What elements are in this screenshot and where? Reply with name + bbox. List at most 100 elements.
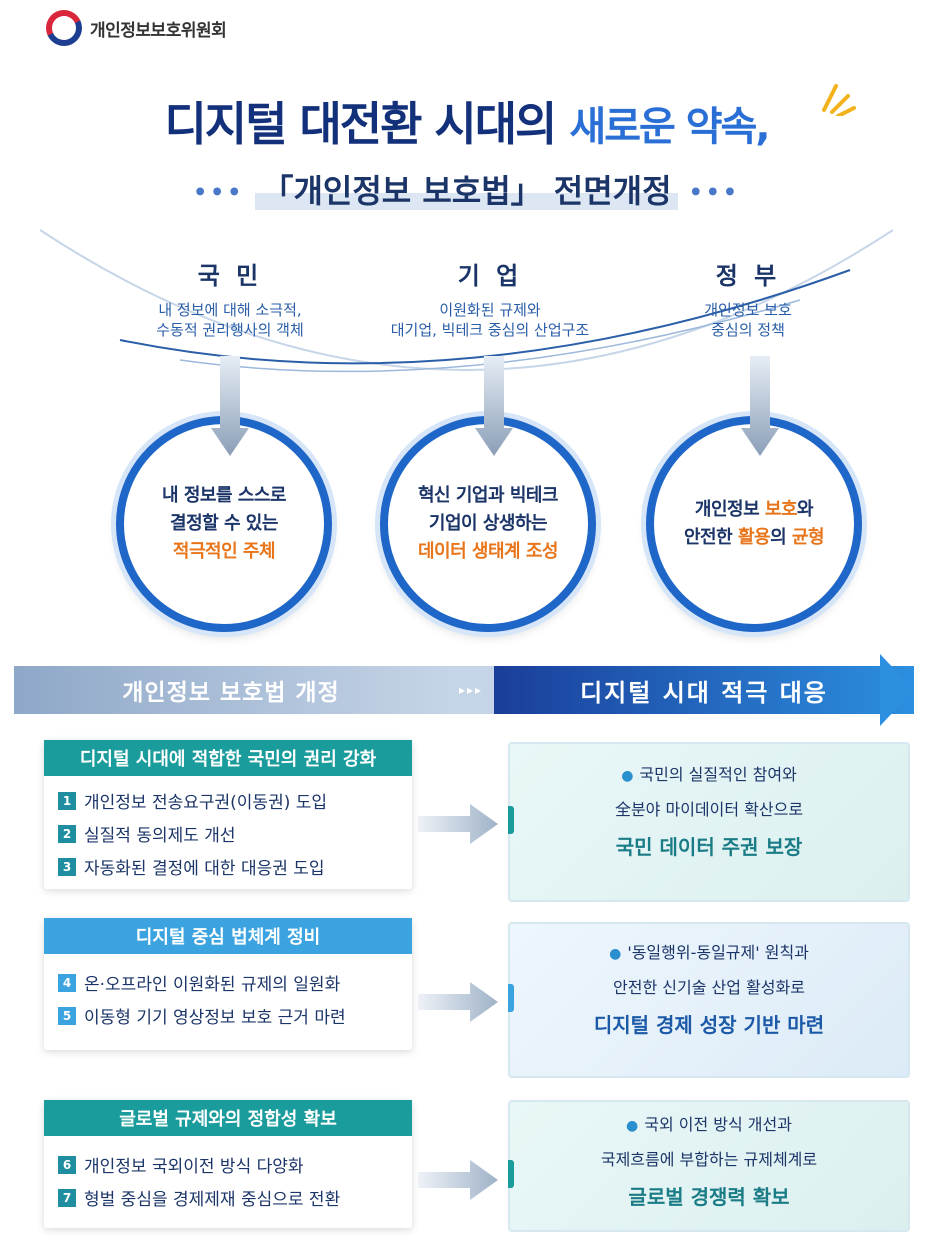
col-desc-citizen-1: 내 정보에 대해 소극적,	[158, 301, 302, 319]
band-law-revision: 개인정보 보호법 개정	[14, 666, 448, 714]
circle-company-text: 혁신 기업과 빅테크 기업이 상생하는 데이터 생태계 조성	[417, 482, 559, 566]
sparkle-icon	[822, 84, 856, 116]
item-text: 개인정보 국외이전 방식 다양화	[84, 1157, 304, 1177]
item-text: 개인정보 전송요구권(이동권) 도입	[84, 793, 328, 813]
col-desc-company: 이원화된 규제와 대기업, 빅테크 중심의 산업구조	[360, 300, 620, 340]
dots-left-icon: •••	[193, 180, 245, 206]
circle-government-line1: 개인정보 보호와	[684, 496, 824, 524]
section-legal-head: 디지털 중심 법체계 정비	[44, 918, 412, 954]
result-rights-strong: 국민 데이터 주권 보장	[615, 835, 803, 859]
list-item: 3 자동화된 결정에 대한 대응권 도입	[44, 850, 412, 883]
circle-citizen: 내 정보를 스스로 결정할 수 있는 적극적인 주체	[116, 416, 332, 632]
result-legal: ● '동일행위-동일규제' 원칙과 안전한 신기술 산업 활성화로 디지털 경제 …	[508, 922, 910, 1078]
result-global-line1: ● 국외 이전 방식 개선과	[510, 1108, 908, 1143]
circle-company-line3: 데이터 생태계 조성	[417, 541, 559, 562]
circle-government-text: 개인정보 보호와 안전한 활용의 균형	[683, 496, 825, 552]
bullet-icon: ●	[609, 946, 622, 962]
main-title: 디지털 대전환 시대의 새로운 약속,	[0, 88, 933, 154]
section-global-head: 글로벌 규제와의 정합성 확보	[44, 1100, 412, 1136]
gov-l2d: 균형	[791, 527, 825, 548]
result-rights-text1: 국민의 실질적인 참여와	[639, 765, 797, 784]
bullet-icon: ●	[621, 768, 634, 784]
result-legal-text1: '동일행위-동일규제' 원칙과	[627, 943, 809, 962]
right-arrow-icon	[418, 1160, 498, 1200]
section-legal-framework: 디지털 중심 법체계 정비 4 온·오프라인 이원화된 규제의 일원화 5 이동형 …	[44, 918, 412, 1050]
item-number: 2	[58, 824, 76, 843]
item-number: 6	[58, 1155, 76, 1174]
section-rights: 디지털 시대에 적합한 국민의 권리 강화 1 개인정보 전송요구권(이동권) 도…	[44, 740, 412, 889]
circle-government-line2: 안전한 활용의 균형	[683, 524, 825, 552]
item-number: 3	[58, 857, 76, 876]
down-arrow-icon	[741, 356, 779, 456]
dots-right-icon: •••	[688, 180, 740, 206]
org-name: 개인정보보호위원회	[90, 20, 227, 41]
circle-citizen-line1: 내 정보를 스스로	[162, 485, 286, 506]
title-part1: 디지털 대전환 시대의	[164, 97, 557, 151]
col-desc-company-2: 대기업, 빅테크 중심의 산업구조	[390, 321, 590, 339]
result-legal-line2: 안전한 신기술 산업 활성화로	[613, 978, 805, 997]
result-global-line2: 국제흐름에 부합하는 규제체계로	[600, 1150, 818, 1169]
col-desc-citizen: 내 정보에 대해 소극적, 수동적 권리행사의 객체	[110, 300, 350, 340]
result-legal-line1: ● '동일행위-동일규제' 원칙과	[510, 936, 908, 971]
item-text: 자동화된 결정에 대한 대응권 도입	[84, 859, 325, 879]
circle-company-line1: 혁신 기업과 빅테크	[417, 485, 559, 506]
item-number: 1	[58, 791, 76, 810]
item-number: 4	[58, 973, 76, 992]
item-text: 이동형 기기 영상정보 보호 근거 마련	[84, 1008, 346, 1028]
arc-decoration	[39, 229, 894, 373]
item-text: 실질적 동의제도 개선	[84, 826, 236, 846]
right-arrow-icon	[418, 982, 498, 1022]
list-item: 5 이동형 기기 영상정보 보호 근거 마련	[44, 999, 412, 1032]
result-notch	[508, 1160, 514, 1188]
down-arrow-icon	[211, 356, 249, 456]
result-global-strong: 글로벌 경쟁력 확보	[628, 1185, 790, 1209]
list-item: 7 형벌 중심을 경제제재 중심으로 전환	[44, 1181, 412, 1214]
result-global: ● 국외 이전 방식 개선과 국제흐름에 부합하는 규제체계로 글로벌 경쟁력 확…	[508, 1100, 910, 1232]
result-rights-line1: ● 국민의 실질적인 참여와	[510, 758, 908, 793]
col-head-government: 정 부	[715, 262, 781, 290]
list-item: 4 온·오프라인 이원화된 규제의 일원화	[44, 966, 412, 999]
result-notch	[508, 984, 514, 1012]
band-digital-response: 디지털 시대 적극 대응	[494, 666, 914, 714]
title-part2: 새로운 약속,	[569, 104, 770, 150]
taegeuk-logo-icon	[40, 4, 88, 52]
gov-l1b: 보호	[764, 499, 798, 520]
subtitle: ••• 「개인정보 보호법」 전면개정 •••	[0, 166, 933, 212]
gov-l1a: 개인정보	[694, 499, 765, 520]
bullet-icon: ●	[626, 1118, 639, 1134]
gov-l2c: 의	[770, 527, 792, 548]
list-item: 2 실질적 동의제도 개선	[44, 817, 412, 850]
circle-citizen-text: 내 정보를 스스로 결정할 수 있는 적극적인 주체	[162, 482, 286, 566]
col-desc-government-2: 중심의 정책	[711, 321, 785, 339]
gov-l2b: 활용	[737, 527, 771, 548]
col-desc-government: 개인정보 보호 중심의 정책	[648, 300, 848, 340]
circle-citizen-line3: 적극적인 주체	[172, 541, 276, 562]
circle-company-line2: 기업이 상생하는	[428, 513, 548, 534]
gov-l2a: 안전한	[683, 527, 738, 548]
item-text: 온·오프라인 이원화된 규제의 일원화	[84, 975, 341, 995]
right-arrow-icon	[418, 804, 498, 844]
gov-l1c: 와	[797, 499, 814, 520]
col-desc-citizen-2: 수동적 권리행사의 객체	[156, 321, 304, 339]
circle-citizen-line2: 결정할 수 있는	[170, 513, 278, 534]
result-global-text1: 국외 이전 방식 개선과	[644, 1115, 792, 1134]
col-head-company: 기 업	[457, 262, 523, 290]
result-legal-strong: 디지털 경제 성장 기반 마련	[593, 1013, 825, 1037]
result-rights-line2: 全분야 마이데이터 확산으로	[614, 800, 804, 819]
result-notch	[508, 806, 514, 834]
band-arrow-tip-icon	[880, 654, 914, 726]
band-chevrons-icon: ▸▸▸	[448, 666, 494, 714]
result-rights: ● 국민의 실질적인 참여와 全분야 마이데이터 확산으로 국민 데이터 주권 보…	[508, 742, 910, 902]
list-item: 6 개인정보 국외이전 방식 다양화	[44, 1148, 412, 1181]
item-number: 5	[58, 1006, 76, 1025]
section-global: 글로벌 규제와의 정합성 확보 6 개인정보 국외이전 방식 다양화 7 형벌 중심…	[44, 1100, 412, 1228]
list-item: 1 개인정보 전송요구권(이동권) 도입	[44, 784, 412, 817]
section-rights-head: 디지털 시대에 적합한 국민의 권리 강화	[44, 740, 412, 776]
col-head-citizen: 국 민	[197, 262, 263, 290]
item-text: 형벌 중심을 경제제재 중심으로 전환	[84, 1190, 341, 1210]
circle-company: 혁신 기업과 빅테크 기업이 상생하는 데이터 생태계 조성	[380, 416, 596, 632]
item-number: 7	[58, 1188, 76, 1207]
subtitle-text: 「개인정보 보호법」 전면개정	[255, 172, 678, 210]
col-desc-government-1: 개인정보 보호	[704, 301, 792, 319]
org-logo: 개인정보보호위원회	[40, 4, 227, 52]
